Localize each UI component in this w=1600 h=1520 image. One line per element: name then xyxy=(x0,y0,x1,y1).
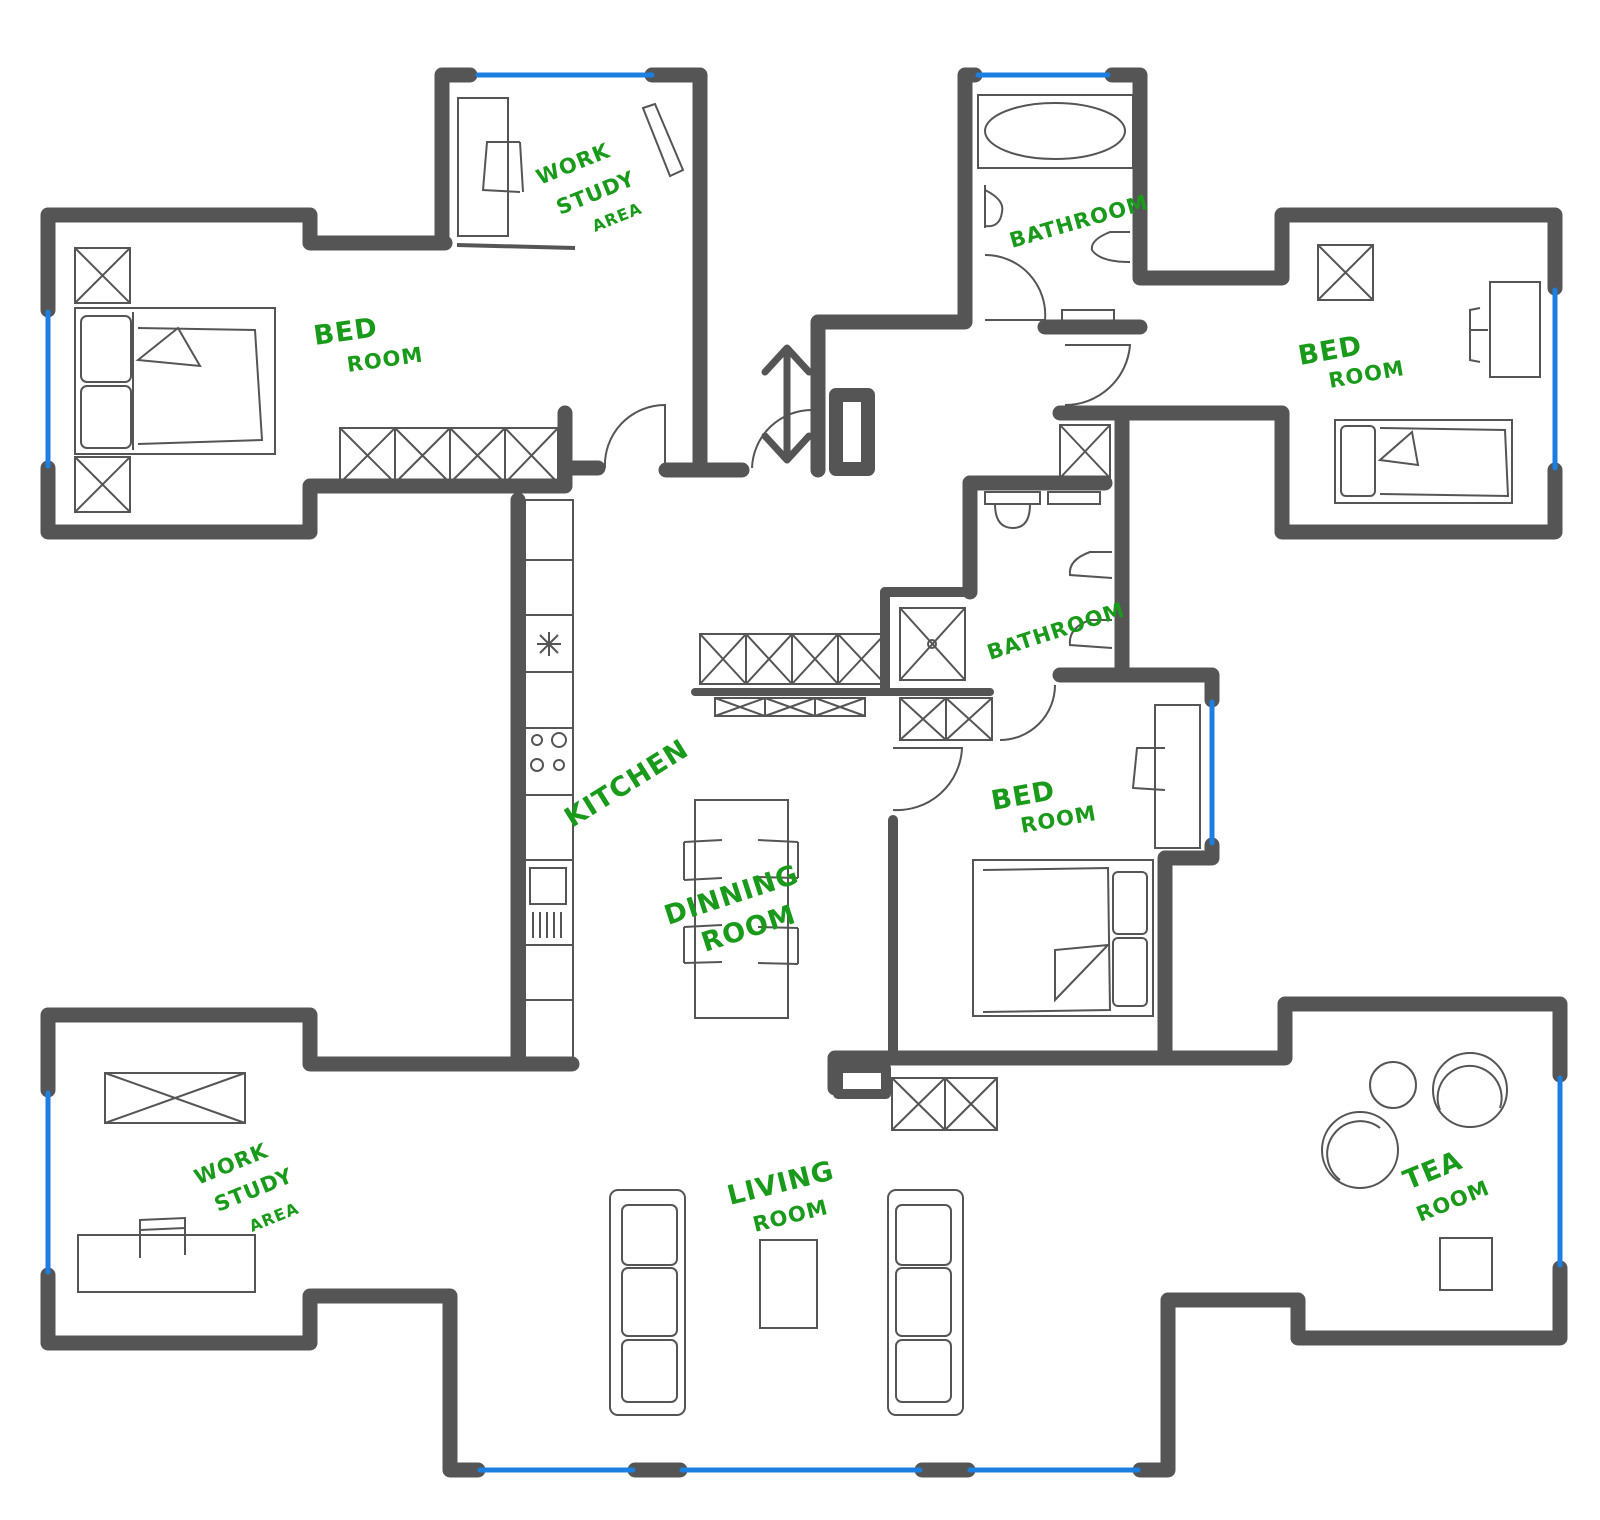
door-bedroom-tr xyxy=(1064,344,1132,407)
bed-icon xyxy=(1334,419,1513,504)
desk-icon xyxy=(1154,704,1201,849)
wall-living-top-right xyxy=(827,996,1568,1096)
label-bedroom-tl: BED xyxy=(312,312,380,352)
closet-icon xyxy=(699,633,886,685)
windows xyxy=(45,72,1563,1473)
sink-icon xyxy=(529,867,567,938)
wall-study-top xyxy=(434,67,478,251)
table-icon xyxy=(694,799,789,1019)
toilet-icon xyxy=(1090,231,1131,263)
tea-furniture xyxy=(1321,1052,1508,1291)
living-furniture xyxy=(609,1189,964,1416)
wall-bedroom-mid-right-lower xyxy=(1157,837,1220,1066)
dining-set xyxy=(683,799,799,1019)
door-bedroom-tl xyxy=(603,403,666,469)
door-bedroom-mid xyxy=(892,747,964,812)
door-study-top-panel xyxy=(456,243,576,250)
wall-study-top-right xyxy=(644,67,708,478)
sink-icon xyxy=(1047,491,1101,505)
walls xyxy=(40,67,1568,1478)
label-study-bl: AREA xyxy=(246,1199,301,1236)
chair-icon xyxy=(481,141,524,193)
desk-icon xyxy=(457,97,509,237)
chair-icon xyxy=(683,839,723,881)
wall-bedroom-tl-left-lower xyxy=(40,405,573,540)
closet-icon xyxy=(891,1077,998,1131)
bed-icon xyxy=(74,307,276,455)
closet-icon xyxy=(1317,244,1374,301)
bathroom-fixtures xyxy=(899,94,1134,681)
closet-icon xyxy=(714,697,866,717)
table-icon xyxy=(1439,1237,1493,1291)
chair-icon xyxy=(1469,307,1488,363)
desk-icon xyxy=(1489,281,1541,378)
label-kitchen: KITCHEN xyxy=(559,734,694,834)
closets xyxy=(74,244,1374,1131)
stove-icon xyxy=(530,732,567,772)
chair-icon xyxy=(139,1216,186,1258)
toilet-icon xyxy=(984,491,1041,530)
desk-icon xyxy=(641,102,685,178)
chair-icon xyxy=(1131,747,1166,791)
closet-icon xyxy=(899,697,993,741)
chair-icon xyxy=(1432,1052,1508,1128)
sink-icon xyxy=(1061,309,1115,325)
wall-bedroom-mid-right xyxy=(1114,667,1220,708)
wall-bedroom-tl xyxy=(40,207,453,318)
closet-icon xyxy=(74,247,131,304)
wall-entrance-right xyxy=(810,67,983,478)
beds xyxy=(74,307,1513,1017)
chair-icon xyxy=(683,924,723,964)
chair-icon xyxy=(1321,1111,1399,1189)
asterisk-icon xyxy=(537,632,561,656)
doors xyxy=(456,243,1132,812)
wall-tea-lower xyxy=(1132,1260,1568,1478)
label-bathroom-top: BATHROOM xyxy=(1007,190,1151,253)
wall-entrance-pillar xyxy=(829,388,875,476)
sofa-icon xyxy=(609,1189,686,1416)
wall-bedroom-tr-lower xyxy=(1052,405,1563,540)
bed-icon xyxy=(972,859,1154,1017)
sofa-icon xyxy=(887,1189,964,1416)
chair-icon xyxy=(757,839,799,879)
table-icon xyxy=(1369,1061,1417,1109)
closet-icon xyxy=(1059,424,1111,479)
double-arrow-icon xyxy=(761,344,813,464)
wall-living-pillar xyxy=(833,1063,891,1099)
wall-study-bl-lower xyxy=(40,1267,486,1478)
label-bedroom-tl: ROOM xyxy=(345,342,424,376)
sink-icon xyxy=(1068,619,1113,649)
door-bathroom-top xyxy=(984,253,1047,321)
bathtub-icon xyxy=(977,94,1134,169)
sink-icon xyxy=(1068,551,1113,579)
chair-icon xyxy=(757,926,799,965)
door-entrance xyxy=(751,408,813,469)
toilet-icon xyxy=(984,185,1004,228)
desks xyxy=(77,97,1541,1293)
wall-bathroom-top-right xyxy=(1104,67,1563,296)
kitchen-counter xyxy=(524,499,574,1063)
wall-study-bl-top xyxy=(40,1007,580,1098)
table-icon xyxy=(759,1239,818,1329)
door-bathroom-mid xyxy=(999,684,1056,741)
closet-icon xyxy=(74,456,131,513)
closet-icon xyxy=(339,427,559,484)
label-bathroom-mid: BATHROOM xyxy=(984,598,1128,665)
closet-icon xyxy=(104,1072,246,1124)
desk-icon xyxy=(77,1234,256,1293)
shower-icon xyxy=(899,607,966,681)
